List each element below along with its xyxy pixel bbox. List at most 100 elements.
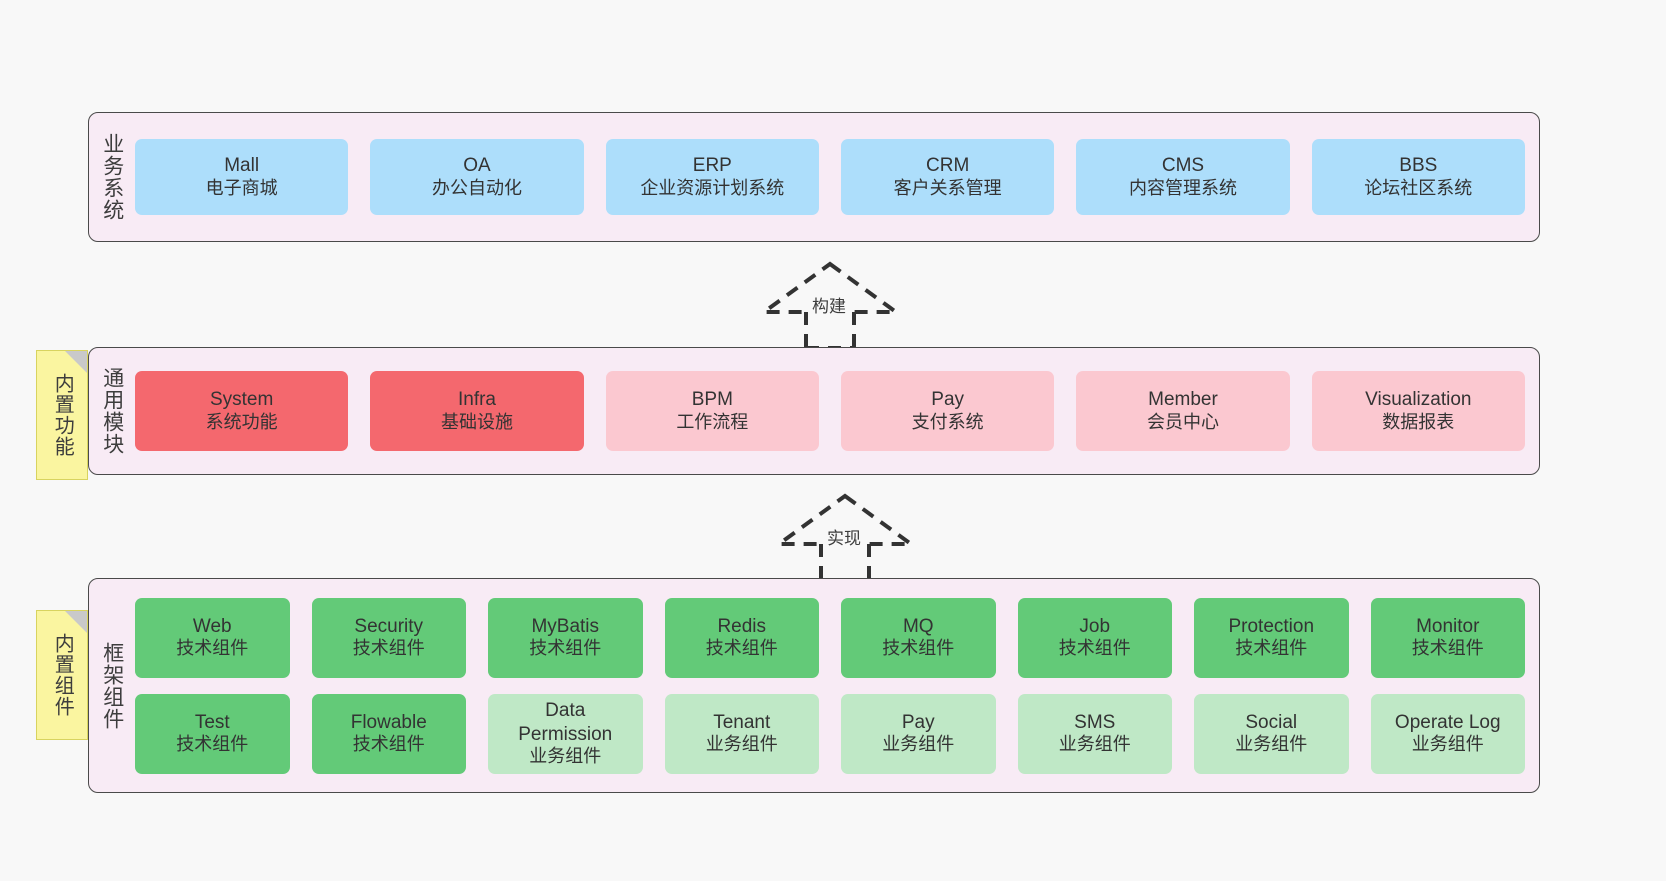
card-pay-module-subtitle: 支付系统 (911, 411, 984, 432)
arrow-build: 构建 (757, 258, 903, 350)
arrow-implement: 实现 (772, 490, 918, 582)
card-erp-subtitle: 企业资源计划系统 (640, 177, 785, 198)
card-bpm-title: BPM (691, 389, 733, 411)
card-erp[interactable]: ERP 企业资源计划系统 (605, 139, 819, 215)
card-data-permission[interactable]: Data Permission 业务组件 (488, 693, 643, 774)
card-operate-log[interactable]: Operate Log 业务组件 (1370, 693, 1525, 774)
card-mybatis-subtitle: 技术组件 (529, 638, 602, 659)
card-member[interactable]: Member 会员中心 (1076, 371, 1290, 451)
card-social-subtitle: 业务组件 (1235, 734, 1308, 755)
card-system-subtitle: 系统功能 (205, 411, 278, 432)
card-visualization-subtitle: 数据报表 (1382, 411, 1455, 432)
card-monitor-subtitle: 技术组件 (1411, 638, 1484, 659)
card-data-permission-title-line1: Data (545, 700, 586, 722)
card-mall-title: Mall (224, 155, 260, 177)
card-sms[interactable]: SMS 业务组件 (1017, 693, 1172, 774)
card-mq-subtitle: 技术组件 (882, 638, 955, 659)
card-system[interactable]: System 系统功能 (135, 371, 349, 451)
card-security-title: Security (354, 615, 424, 637)
card-protection[interactable]: Protection 技术组件 (1194, 597, 1349, 678)
layer-framework-components: 框架组件 Web 技术组件 Security 技术组件 MyBatis 技术组件… (88, 578, 1540, 793)
card-pay-component-subtitle: 业务组件 (882, 734, 955, 755)
card-mq[interactable]: MQ 技术组件 (841, 597, 996, 678)
card-test-subtitle: 技术组件 (176, 734, 249, 755)
card-infra-subtitle: 基础设施 (440, 411, 513, 432)
layer-business-systems: 业务系统 Mall 电子商城 OA 办公自动化 ERP 企业资源计划系统 CRM (88, 112, 1540, 242)
card-tenant-title: Tenant (713, 711, 771, 733)
card-pay-component[interactable]: Pay 业务组件 (841, 693, 996, 774)
framework-components-row-business: Test 技术组件 Flowable 技术组件 Data Permission … (135, 693, 1525, 774)
card-protection-title: Protection (1228, 615, 1315, 637)
card-pay-module-title: Pay (931, 389, 965, 411)
card-job[interactable]: Job 技术组件 (1017, 597, 1172, 678)
card-visualization[interactable]: Visualization 数据报表 (1311, 371, 1525, 451)
card-cms[interactable]: CMS 内容管理系统 (1076, 139, 1290, 215)
framework-components-row-technical: Web 技术组件 Security 技术组件 MyBatis 技术组件 Redi… (135, 597, 1525, 678)
card-oa-subtitle: 办公自动化 (431, 177, 522, 198)
card-oa[interactable]: OA 办公自动化 (370, 139, 584, 215)
card-cms-subtitle: 内容管理系统 (1128, 177, 1237, 198)
card-visualization-title: Visualization (1365, 389, 1472, 411)
card-member-title: Member (1148, 389, 1218, 411)
card-job-title: Job (1079, 615, 1111, 637)
card-operate-log-title: Operate Log (1394, 711, 1501, 733)
card-test-title: Test (194, 711, 230, 733)
card-operate-log-subtitle: 业务组件 (1411, 734, 1484, 755)
card-security-subtitle: 技术组件 (352, 638, 425, 659)
card-cms-title: CMS (1161, 155, 1205, 177)
card-infra-title: Infra (457, 389, 496, 411)
sticky-note-builtin-components: 内置组件 (36, 610, 88, 740)
card-flowable[interactable]: Flowable 技术组件 (311, 693, 466, 774)
card-flowable-subtitle: 技术组件 (352, 734, 425, 755)
card-system-title: System (209, 389, 274, 411)
card-mybatis[interactable]: MyBatis 技术组件 (488, 597, 643, 678)
card-mq-title: MQ (902, 615, 934, 637)
sticky-note-builtin-features: 内置功能 (36, 350, 88, 480)
layer-framework-components-label: 框架组件 (100, 641, 124, 730)
card-bbs-title: BBS (1399, 155, 1438, 177)
card-sms-title: SMS (1074, 711, 1116, 733)
card-erp-title: ERP (692, 155, 732, 177)
card-redis-subtitle: 技术组件 (705, 638, 778, 659)
card-pay-module[interactable]: Pay 支付系统 (840, 371, 1055, 451)
card-data-permission-subtitle: 业务组件 (529, 745, 602, 766)
card-redis-title: Redis (717, 615, 767, 637)
card-infra[interactable]: Infra 基础设施 (370, 371, 584, 451)
card-bbs-subtitle: 论坛社区系统 (1364, 177, 1473, 198)
common-modules-row: System 系统功能 Infra 基础设施 BPM 工作流程 Pay 支付系统… (135, 371, 1525, 451)
card-bpm[interactable]: BPM 工作流程 (605, 371, 819, 451)
layer-common-modules-body: System 系统功能 Infra 基础设施 BPM 工作流程 Pay 支付系统… (135, 348, 1539, 474)
arrow-implement-label: 实现 (825, 524, 863, 549)
card-pay-component-title: Pay (901, 711, 935, 733)
layer-framework-components-body: Web 技术组件 Security 技术组件 MyBatis 技术组件 Redi… (135, 579, 1539, 792)
card-tenant[interactable]: Tenant 业务组件 (664, 693, 819, 774)
card-test[interactable]: Test 技术组件 (135, 693, 290, 774)
card-redis[interactable]: Redis 技术组件 (664, 597, 819, 678)
card-sms-subtitle: 业务组件 (1058, 734, 1131, 755)
card-protection-subtitle: 技术组件 (1235, 638, 1308, 659)
card-monitor[interactable]: Monitor 技术组件 (1370, 597, 1525, 678)
card-security[interactable]: Security 技术组件 (311, 597, 466, 678)
card-mall-subtitle: 电子商城 (205, 177, 278, 198)
sticky-note-builtin-components-label: 内置组件 (51, 633, 74, 717)
layer-business-systems-body: Mall 电子商城 OA 办公自动化 ERP 企业资源计划系统 CRM 客户关系… (135, 113, 1539, 241)
layer-common-modules-label: 通用模块 (100, 367, 124, 455)
card-tenant-subtitle: 业务组件 (705, 734, 778, 755)
layer-common-modules: 通用模块 System 系统功能 Infra 基础设施 BPM 工作流程 Pay (88, 347, 1540, 475)
card-oa-title: OA (463, 155, 491, 177)
card-bpm-subtitle: 工作流程 (676, 411, 749, 432)
layer-business-systems-label: 业务系统 (100, 133, 124, 221)
sticky-note-builtin-features-label: 内置功能 (51, 373, 74, 457)
card-monitor-title: Monitor (1416, 615, 1480, 637)
business-systems-row: Mall 电子商城 OA 办公自动化 ERP 企业资源计划系统 CRM 客户关系… (135, 139, 1525, 215)
card-crm-title: CRM (926, 155, 970, 177)
card-member-subtitle: 会员中心 (1146, 411, 1219, 432)
card-data-permission-title-line2: Permission (518, 723, 613, 745)
card-web[interactable]: Web 技术组件 (135, 597, 290, 678)
card-bbs[interactable]: BBS 论坛社区系统 (1311, 139, 1525, 215)
card-mybatis-title: MyBatis (531, 615, 600, 637)
card-social[interactable]: Social 业务组件 (1194, 693, 1349, 774)
card-crm[interactable]: CRM 客户关系管理 (840, 139, 1055, 215)
card-mall[interactable]: Mall 电子商城 (135, 139, 349, 215)
